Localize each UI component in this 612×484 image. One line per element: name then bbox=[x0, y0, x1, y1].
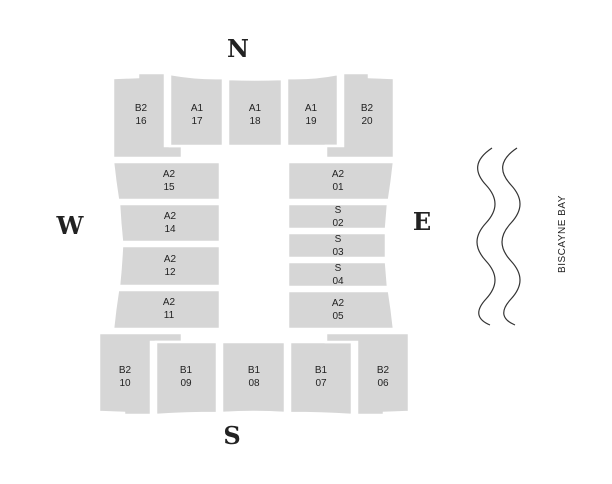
unit-type-label: A2 bbox=[164, 254, 177, 265]
unit-shape bbox=[220, 340, 287, 415]
unit-type-label: B2 bbox=[135, 103, 148, 114]
compass-south: S bbox=[223, 421, 240, 450]
unit-shape bbox=[286, 202, 390, 231]
unit-17[interactable]: A1 17 bbox=[168, 72, 225, 148]
unit-shape bbox=[111, 160, 222, 202]
unit-shape bbox=[226, 77, 284, 148]
unit-08[interactable]: B1 08 bbox=[220, 340, 287, 415]
unit-shape bbox=[97, 331, 184, 417]
unit-number-label: 04 bbox=[332, 276, 344, 287]
unit-shape bbox=[168, 72, 225, 148]
unit-type-label: S bbox=[335, 234, 342, 245]
unit-type-label: B1 bbox=[180, 365, 193, 376]
unit-14[interactable]: A2 14 bbox=[117, 202, 222, 244]
unit-number-label: 02 bbox=[332, 218, 344, 229]
unit-19[interactable]: A1 19 bbox=[285, 72, 340, 148]
unit-number-label: 05 bbox=[332, 311, 344, 322]
unit-number-label: 14 bbox=[164, 224, 176, 235]
compass-north: N bbox=[227, 34, 249, 63]
unit-shape bbox=[117, 202, 222, 244]
unit-type-label: A2 bbox=[332, 298, 345, 309]
unit-type-label: S bbox=[335, 205, 342, 216]
unit-number-label: 16 bbox=[135, 116, 147, 127]
unit-shape bbox=[111, 71, 184, 160]
compass-east: E bbox=[413, 207, 431, 236]
unit-10[interactable]: B2 10 bbox=[97, 331, 184, 417]
unit-20[interactable]: B2 20 bbox=[324, 71, 396, 160]
unit-number-label: 17 bbox=[191, 116, 203, 127]
compass-west: W bbox=[56, 211, 85, 240]
unit-type-label: A1 bbox=[249, 103, 262, 114]
unit-number-label: 12 bbox=[164, 267, 176, 278]
unit-shape bbox=[288, 340, 354, 417]
unit-15[interactable]: A2 15 bbox=[111, 160, 222, 202]
unit-shape bbox=[324, 71, 396, 160]
unit-number-label: 01 bbox=[332, 182, 344, 193]
unit-type-label: A1 bbox=[305, 103, 318, 114]
unit-type-label: S bbox=[335, 263, 342, 274]
unit-16[interactable]: B2 16 bbox=[111, 71, 184, 160]
unit-01[interactable]: A2 01 bbox=[286, 160, 396, 202]
unit-shape bbox=[117, 244, 222, 288]
unit-number-label: 10 bbox=[119, 378, 131, 389]
unit-shape bbox=[286, 260, 390, 289]
unit-type-label: A2 bbox=[332, 169, 345, 180]
unit-number-label: 11 bbox=[164, 310, 175, 321]
unit-18[interactable]: A1 18 bbox=[226, 77, 284, 148]
unit-03[interactable]: S 03 bbox=[286, 231, 388, 260]
unit-shape bbox=[286, 160, 396, 202]
bay-label: BISCAYNE BAY bbox=[557, 195, 568, 273]
unit-shape bbox=[286, 231, 388, 260]
unit-07[interactable]: B1 07 bbox=[288, 340, 354, 417]
unit-type-label: A2 bbox=[164, 211, 177, 222]
water-wave-icon bbox=[501, 147, 521, 326]
unit-09[interactable]: B1 09 bbox=[154, 340, 219, 417]
water-wave-icon bbox=[476, 147, 496, 326]
unit-number-label: 07 bbox=[315, 378, 327, 389]
unit-type-label: A1 bbox=[191, 103, 204, 114]
unit-type-label: A2 bbox=[163, 169, 176, 180]
unit-12[interactable]: A2 12 bbox=[117, 244, 222, 288]
unit-number-label: 19 bbox=[305, 116, 317, 127]
unit-06[interactable]: B2 06 bbox=[324, 331, 411, 417]
unit-number-label: 03 bbox=[332, 247, 344, 258]
unit-number-label: 18 bbox=[249, 116, 261, 127]
unit-04[interactable]: S 04 bbox=[286, 260, 390, 289]
unit-number-label: 09 bbox=[180, 378, 192, 389]
unit-shape bbox=[154, 340, 219, 417]
unit-shape bbox=[286, 289, 396, 331]
unit-02[interactable]: S 02 bbox=[286, 202, 390, 231]
unit-number-label: 15 bbox=[163, 182, 175, 193]
unit-shape bbox=[285, 72, 340, 148]
unit-number-label: 06 bbox=[377, 378, 389, 389]
unit-shape bbox=[324, 331, 411, 417]
unit-number-label: 20 bbox=[361, 116, 373, 127]
unit-type-label: B2 bbox=[119, 365, 132, 376]
unit-05[interactable]: A2 05 bbox=[286, 289, 396, 331]
unit-11[interactable]: A2 11 bbox=[111, 288, 222, 331]
unit-type-label: A2 bbox=[163, 297, 176, 308]
unit-type-label: B2 bbox=[361, 103, 374, 114]
unit-shape bbox=[111, 288, 222, 331]
unit-type-label: B1 bbox=[315, 365, 328, 376]
unit-type-label: B1 bbox=[248, 365, 261, 376]
unit-number-label: 08 bbox=[248, 378, 260, 389]
unit-type-label: B2 bbox=[377, 365, 390, 376]
